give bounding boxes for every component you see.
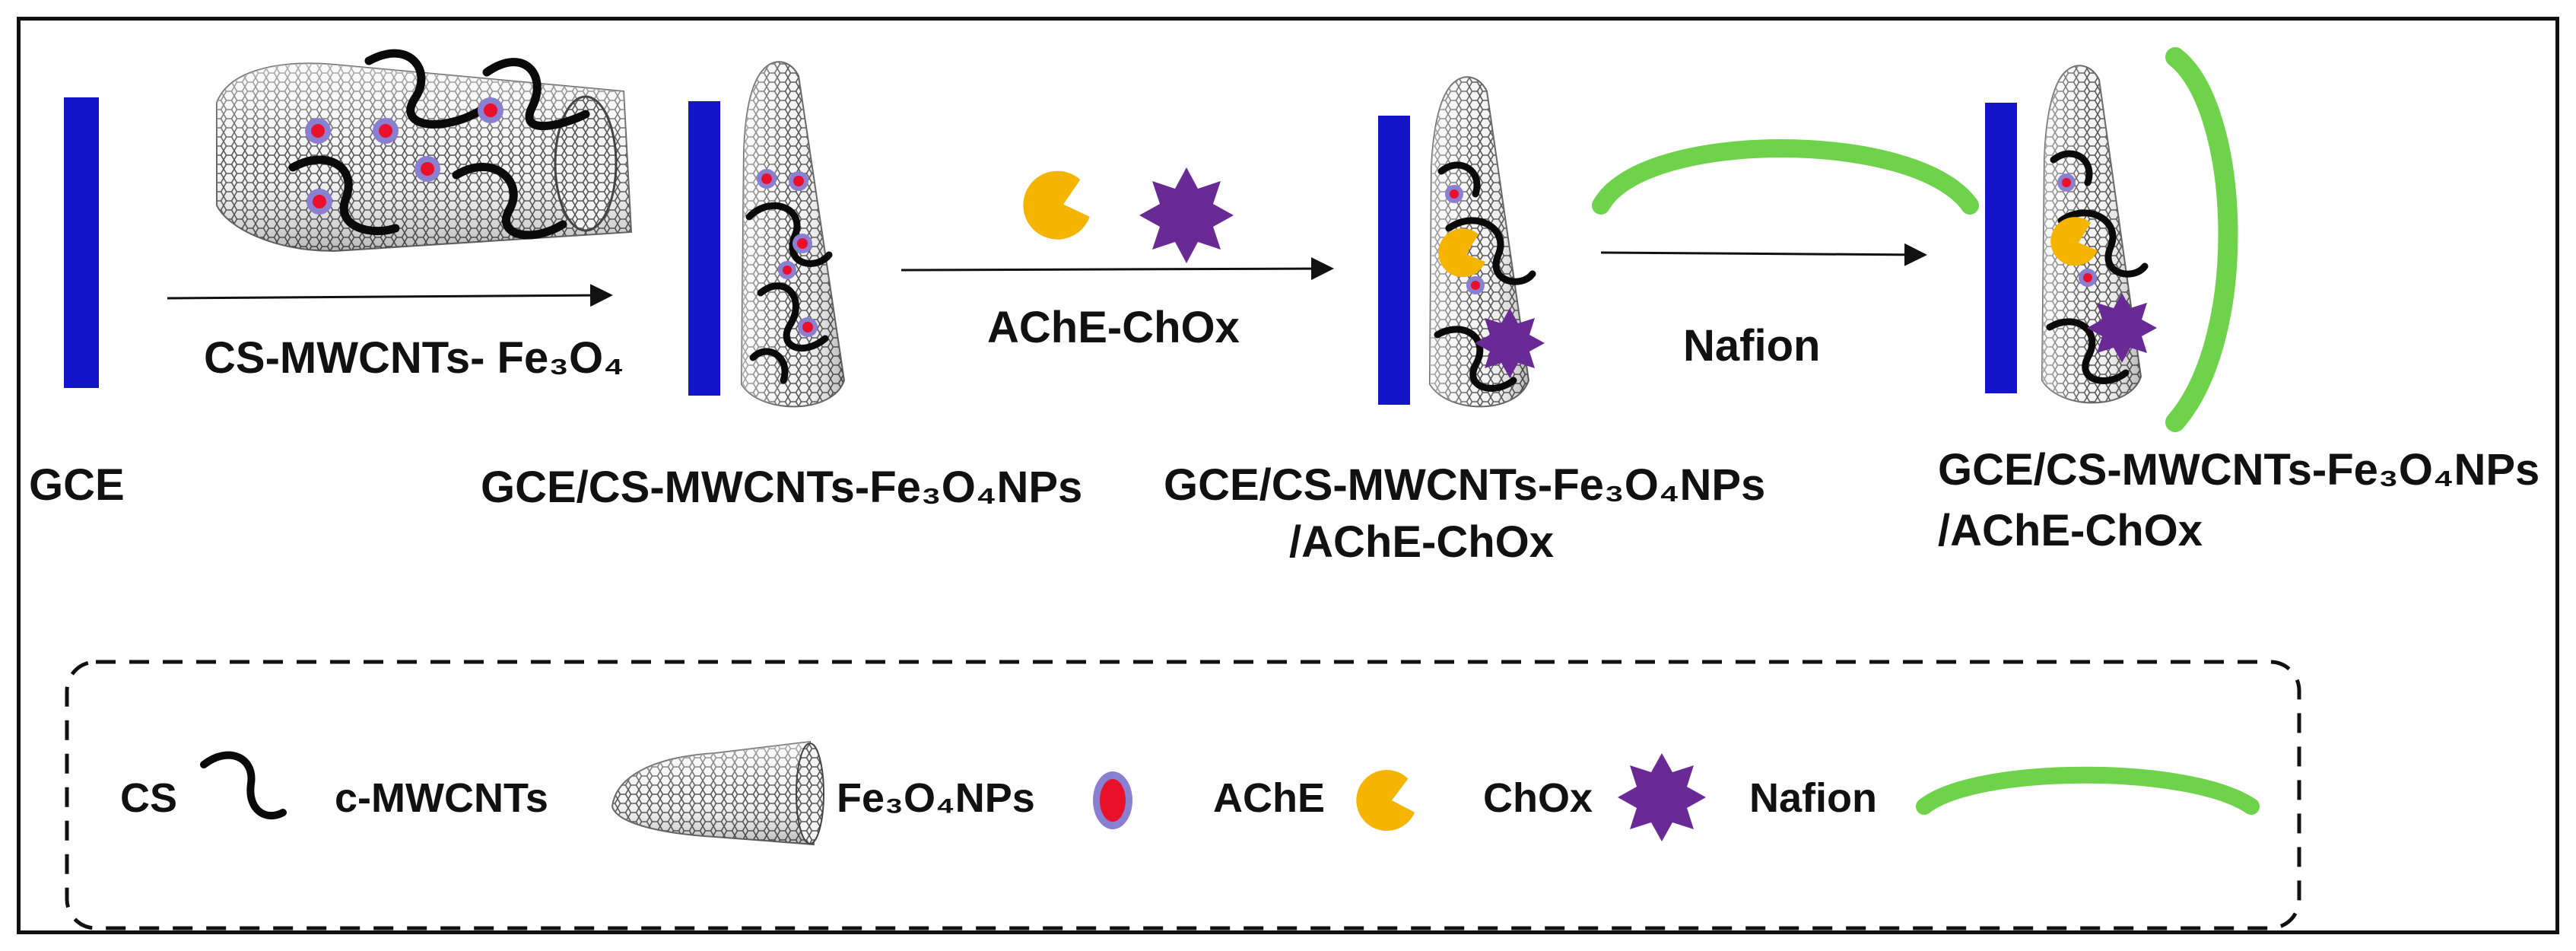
chitosan-chain-icon: [288, 49, 590, 240]
arrow-2: [900, 257, 1334, 281]
nanoparticle-icon: [1445, 185, 1485, 294]
legend-chox-label: ChOx: [1483, 775, 1593, 821]
electrode-icon: [1985, 103, 2017, 393]
nanoparticle-icon: [757, 169, 818, 337]
nanoparticle-icon: [1093, 771, 1132, 829]
electrode-icon: [688, 101, 720, 396]
chox-enzyme-icon: [1618, 753, 1706, 841]
chitosan-chain-icon: [1434, 161, 1536, 392]
electrode-4-label-line-1: GCE/CS-MWCNTs-Fe₃O₄NPs: [1938, 445, 2540, 495]
ache-enzyme-icon: [1356, 770, 1415, 832]
arrow-3-label: Nafion: [1683, 321, 1821, 371]
arrow-1: [167, 284, 613, 307]
legend-np-label: Fe₃O₄NPs: [837, 775, 1035, 821]
electrode-3-label-line-1: GCE/CS-MWCNTs-Fe₃O₄NPs: [1164, 460, 1766, 510]
electrode-4-label-line-2: /AChE-ChOx: [1938, 506, 2203, 555]
nafion-film-icon: [2165, 47, 2238, 432]
gce-label: GCE: [29, 460, 125, 510]
chox-enzyme-icon: [2087, 293, 2157, 363]
legend-cs-label: CS: [120, 775, 178, 821]
chox-enzyme-icon: [1475, 308, 1545, 378]
electrode-icon: [64, 97, 99, 388]
legend-ache-label: AChE: [1213, 775, 1325, 821]
nanoparticle-icon: [2057, 173, 2097, 287]
chox-enzyme-icon: [1139, 167, 1234, 263]
legend-box: [65, 660, 2301, 930]
nafion-film-icon: [1592, 139, 1979, 215]
chitosan-chain-icon: [200, 751, 287, 820]
ache-enzyme-icon: [1023, 170, 1090, 240]
arrow-2-label: AChE-ChOx: [987, 303, 1240, 352]
electrode-3-label-line-2: /AChE-ChOx: [1289, 517, 1554, 567]
electrode-icon: [1378, 116, 1410, 405]
ache-enzyme-icon: [2050, 217, 2098, 266]
ache-enzyme-icon: [1438, 228, 1485, 278]
legend-nafion-label: Nafion: [1749, 775, 1877, 821]
chitosan-chain-icon: [2046, 150, 2149, 384]
chitosan-chain-icon: [745, 202, 833, 384]
arrow-1-label: CS-MWCNTs- Fe₃O₄: [204, 333, 624, 383]
legend-mwcnt-label: c-MWCNTs: [335, 775, 548, 821]
nanoparticle-icon: [305, 97, 503, 215]
arrow-3: [1600, 243, 1927, 266]
nafion-film-icon: [1916, 766, 2260, 815]
carbon-nanotube-icon: [611, 740, 824, 846]
electrode-2-label: GCE/CS-MWCNTs-Fe₃O₄NPs: [481, 463, 1083, 512]
